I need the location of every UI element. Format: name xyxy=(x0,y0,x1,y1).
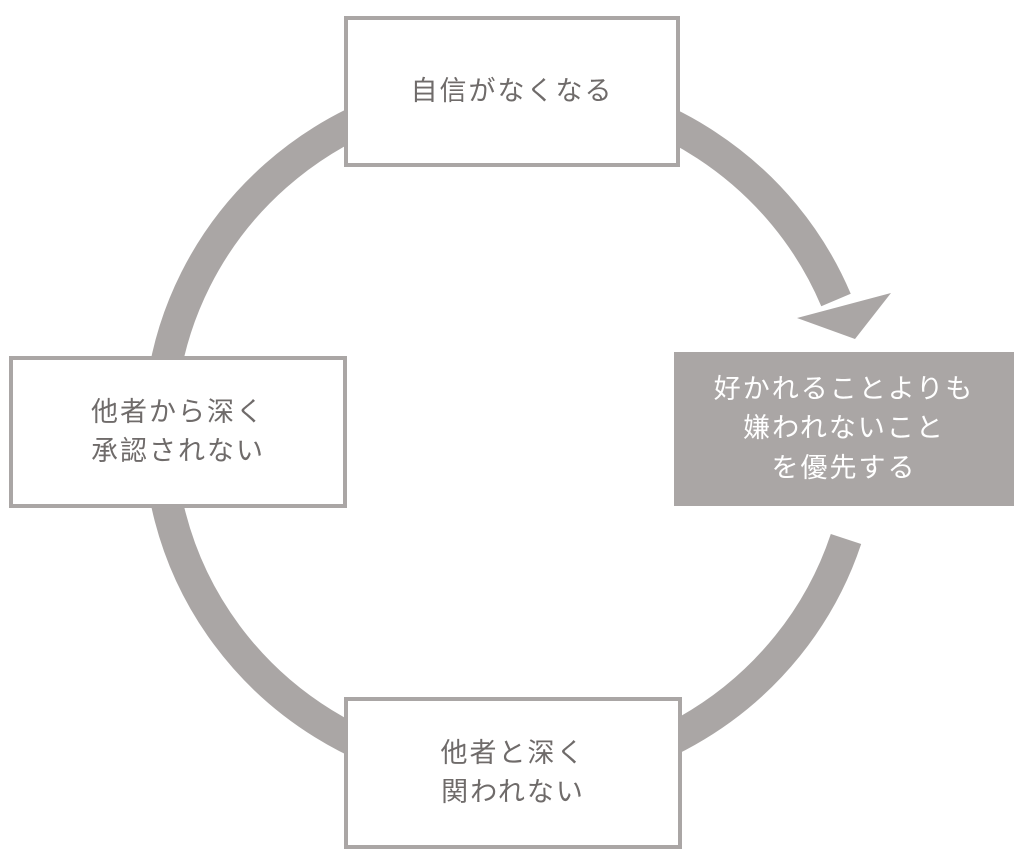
node-top: 自信がなくなる xyxy=(344,16,680,167)
arc-right-to-top xyxy=(143,71,862,793)
node-bottom: 他者と深く 関われない xyxy=(344,697,682,849)
node-right: 好かれることよりも 嫌われないこと を優先する xyxy=(674,352,1014,506)
arrowhead-icon xyxy=(797,293,891,339)
node-left: 他者から深く 承認されない xyxy=(9,356,347,508)
